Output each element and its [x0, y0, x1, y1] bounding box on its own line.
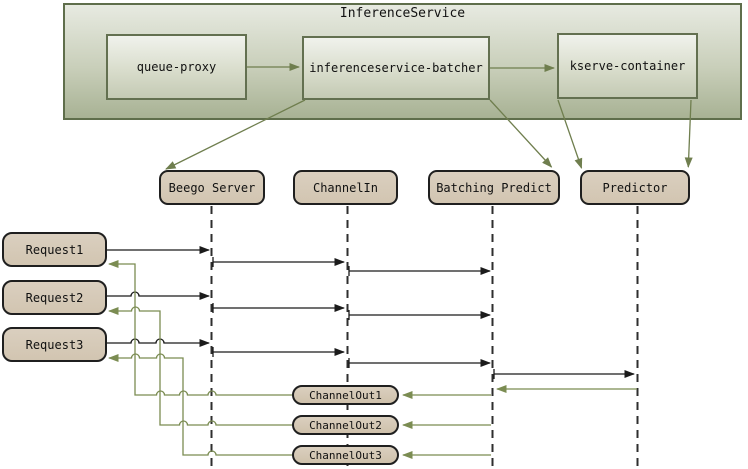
msg-beego-to-channelin-2 — [212, 303, 344, 313]
msg-beego-to-channelin-1 — [212, 257, 344, 267]
batcher-label: inferenceservice-batcher — [309, 61, 483, 75]
ret-channelout1-to-request1 — [108, 260, 292, 396]
participant-batching-predict: Batching Predict — [428, 170, 560, 205]
channelout1-label: ChannelOut1 — [309, 388, 382, 402]
beego-server-label: Beego Server — [168, 180, 256, 195]
participant-channelin: ChannelIn — [293, 170, 398, 205]
channelout2-node: ChannelOut2 — [292, 415, 399, 435]
channelin-label: ChannelIn — [312, 180, 379, 195]
channelout3-node: ChannelOut3 — [292, 445, 399, 465]
queue-proxy-node: queue-proxy — [106, 34, 247, 100]
msg-beego-to-channelin-3 — [212, 347, 344, 357]
msg-request3-to-beego — [107, 338, 210, 347]
channelout3-label: ChannelOut3 — [309, 448, 382, 462]
channelout2-label: ChannelOut2 — [309, 418, 382, 432]
kserve-container-label: kserve-container — [569, 59, 686, 73]
batcher-node: inferenceservice-batcher — [302, 36, 490, 100]
request2-label: Request2 — [25, 290, 84, 305]
participant-predictor: Predictor — [580, 170, 690, 205]
ret-channelout3-to-request3 — [108, 353, 292, 456]
request1-label: Request1 — [25, 242, 84, 257]
request3-node: Request3 — [2, 327, 107, 362]
predictor-label: Predictor — [602, 180, 668, 195]
channelout1-node: ChannelOut1 — [292, 385, 399, 405]
queue-proxy-label: queue-proxy — [136, 60, 217, 74]
request2-node: Request2 — [2, 280, 107, 315]
kserve-container-node: kserve-container — [557, 33, 698, 99]
msg-channelin-to-batching-2 — [348, 310, 490, 320]
participant-beego-server: Beego Server — [159, 170, 265, 205]
msg-request2-to-beego — [107, 291, 210, 300]
ret-channelout2-to-request2 — [108, 306, 292, 426]
request1-node: Request1 — [2, 232, 107, 267]
msg-channelin-to-batching-3 — [348, 358, 490, 368]
request3-label: Request3 — [25, 337, 84, 352]
inferenceservice-title: InferenceService — [339, 6, 466, 21]
msg-channelin-to-batching-1 — [348, 266, 490, 276]
batching-predict-label: Batching Predict — [436, 180, 552, 195]
msg-batching-to-predictor — [493, 369, 634, 379]
